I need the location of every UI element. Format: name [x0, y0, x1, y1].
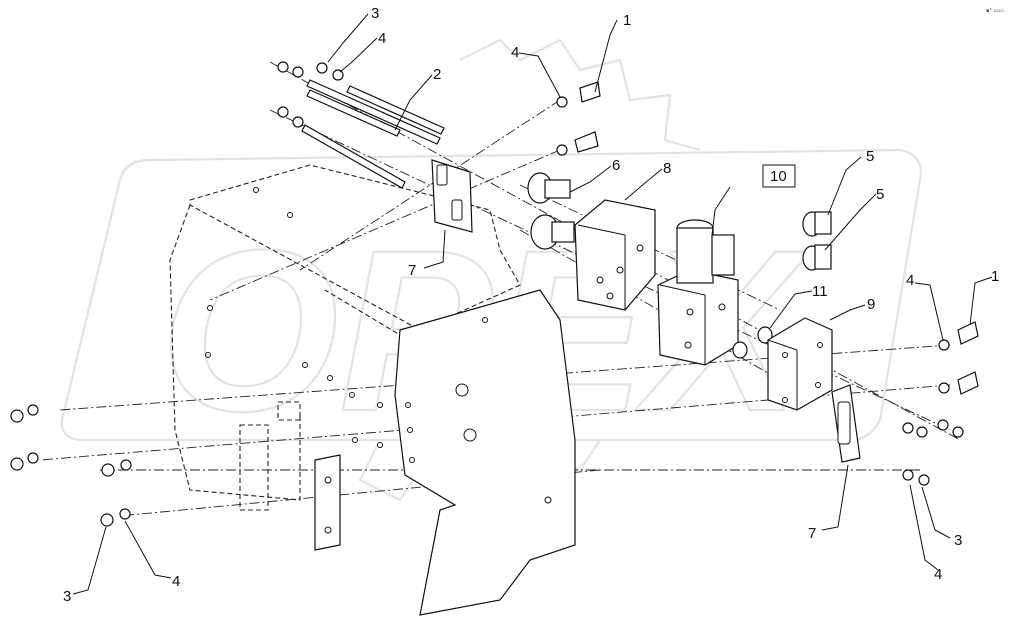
corner-mark: ▪° ▫▫▫	[986, 8, 1004, 14]
fittings	[527, 172, 575, 250]
callout-7-right: 7	[808, 525, 816, 542]
fasteners-right	[902, 321, 979, 486]
callout-box-10	[762, 164, 796, 188]
cover-plate	[767, 317, 833, 411]
callout-3-left: 3	[63, 588, 71, 605]
leader-lines	[72, 13, 993, 595]
callout-1-top: 1	[623, 12, 631, 29]
callout-8: 8	[663, 160, 671, 177]
fittings-right	[802, 211, 832, 271]
bolts-top	[556, 81, 601, 156]
callout-10: 10	[770, 168, 787, 185]
bracket-top	[431, 159, 473, 233]
callout-4-left: 4	[172, 573, 180, 590]
frame-front-plate	[205, 187, 576, 616]
callout-6: 6	[612, 157, 620, 174]
fasteners-left	[10, 404, 132, 527]
o-rings	[732, 326, 773, 359]
callout-7-top: 7	[408, 262, 416, 279]
callout-5-lower: 5	[876, 186, 884, 203]
callout-3-top: 3	[371, 5, 379, 22]
callout-9: 9	[867, 296, 875, 313]
callout-4-top: 4	[378, 30, 386, 47]
callout-5-upper: 5	[866, 148, 874, 165]
callout-labels: 1 1 2 3 3 3 4 4 4 4 4 5 5 6 7 7 8 9 10 1…	[63, 5, 999, 605]
callout-2: 2	[433, 66, 441, 83]
callout-11: 11	[812, 283, 828, 300]
callout-4-right-lower: 4	[934, 566, 942, 583]
callout-3-right: 3	[954, 532, 962, 549]
fasteners-top-left	[277, 61, 344, 128]
callout-1-right: 1	[991, 268, 999, 285]
solenoid-valve	[657, 219, 739, 366]
threaded-rods	[301, 79, 445, 189]
callout-4-right-upper: 4	[906, 272, 914, 289]
bracket-right	[831, 384, 861, 463]
callout-4-center: 4	[511, 44, 519, 61]
valve-block	[574, 199, 656, 311]
